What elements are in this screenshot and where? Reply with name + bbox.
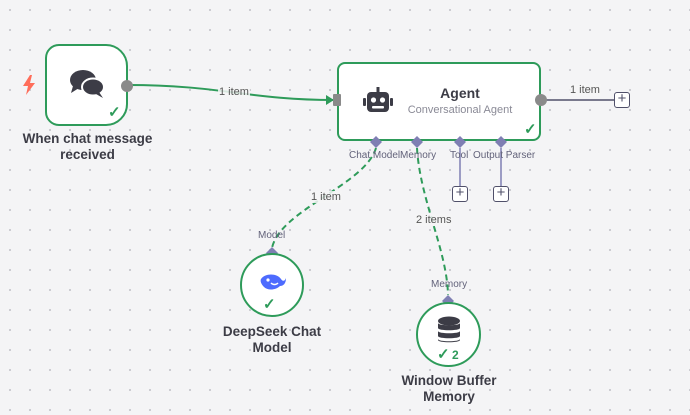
output-parser-port[interactable] (494, 135, 508, 149)
agent-node-subtitle: Conversational Agent (407, 104, 513, 116)
database-icon (438, 316, 460, 343)
edge-label-agent-output: 1 item (569, 84, 601, 96)
memory-node[interactable]: ✓ 2 (416, 302, 481, 367)
trigger-lightning-icon (23, 75, 35, 95)
edge-arrowhead (326, 95, 334, 105)
output-parser-port-label: Output Parser (473, 150, 536, 161)
edge-label-trigger-agent: 1 item (218, 86, 250, 98)
agent-input-port[interactable] (333, 94, 341, 106)
tool-port[interactable] (453, 135, 467, 149)
memory-port-label: Memory (400, 150, 437, 161)
robot-icon (363, 87, 393, 112)
success-check-icon: ✓ (437, 346, 450, 363)
deepseek-port-label: Model (258, 230, 286, 241)
deepseek-node[interactable]: ✓ (240, 253, 304, 317)
chat-model-port[interactable] (369, 135, 383, 149)
add-tool-button[interactable]: + (452, 185, 468, 202)
memory-port[interactable] (410, 135, 424, 149)
success-check-icon: ✓ (108, 104, 121, 121)
memory-node-port-label: Memory (431, 279, 468, 290)
trigger-node[interactable]: ✓ (45, 44, 128, 126)
deepseek-whale-icon (260, 274, 286, 290)
add-next-node-button[interactable]: + (614, 91, 630, 108)
success-check-icon: ✓ (263, 296, 276, 313)
memory-run-count: 2 (452, 348, 459, 362)
agent-node-title: Agent (440, 85, 480, 101)
tool-port-label: Tool (450, 150, 469, 161)
agent-output-port[interactable] (534, 93, 548, 107)
deepseek-node-title: DeepSeek Chat Model (222, 324, 322, 355)
memory-node-title: Window Buffer Memory (401, 373, 497, 404)
chat-model-port-label: Chat Model (349, 150, 401, 161)
edge-memory-agent[interactable] (416, 147, 449, 296)
edge-label-model-agent: 1 item (310, 191, 342, 203)
add-output-parser-button[interactable]: + (493, 185, 509, 202)
trigger-node-title: When chat message received (22, 131, 153, 162)
edge-label-memory-agent: 2 items (415, 214, 453, 226)
trigger-output-port[interactable] (120, 79, 134, 93)
chat-bubbles-icon (70, 70, 105, 98)
success-check-icon: ✓ (524, 121, 537, 138)
